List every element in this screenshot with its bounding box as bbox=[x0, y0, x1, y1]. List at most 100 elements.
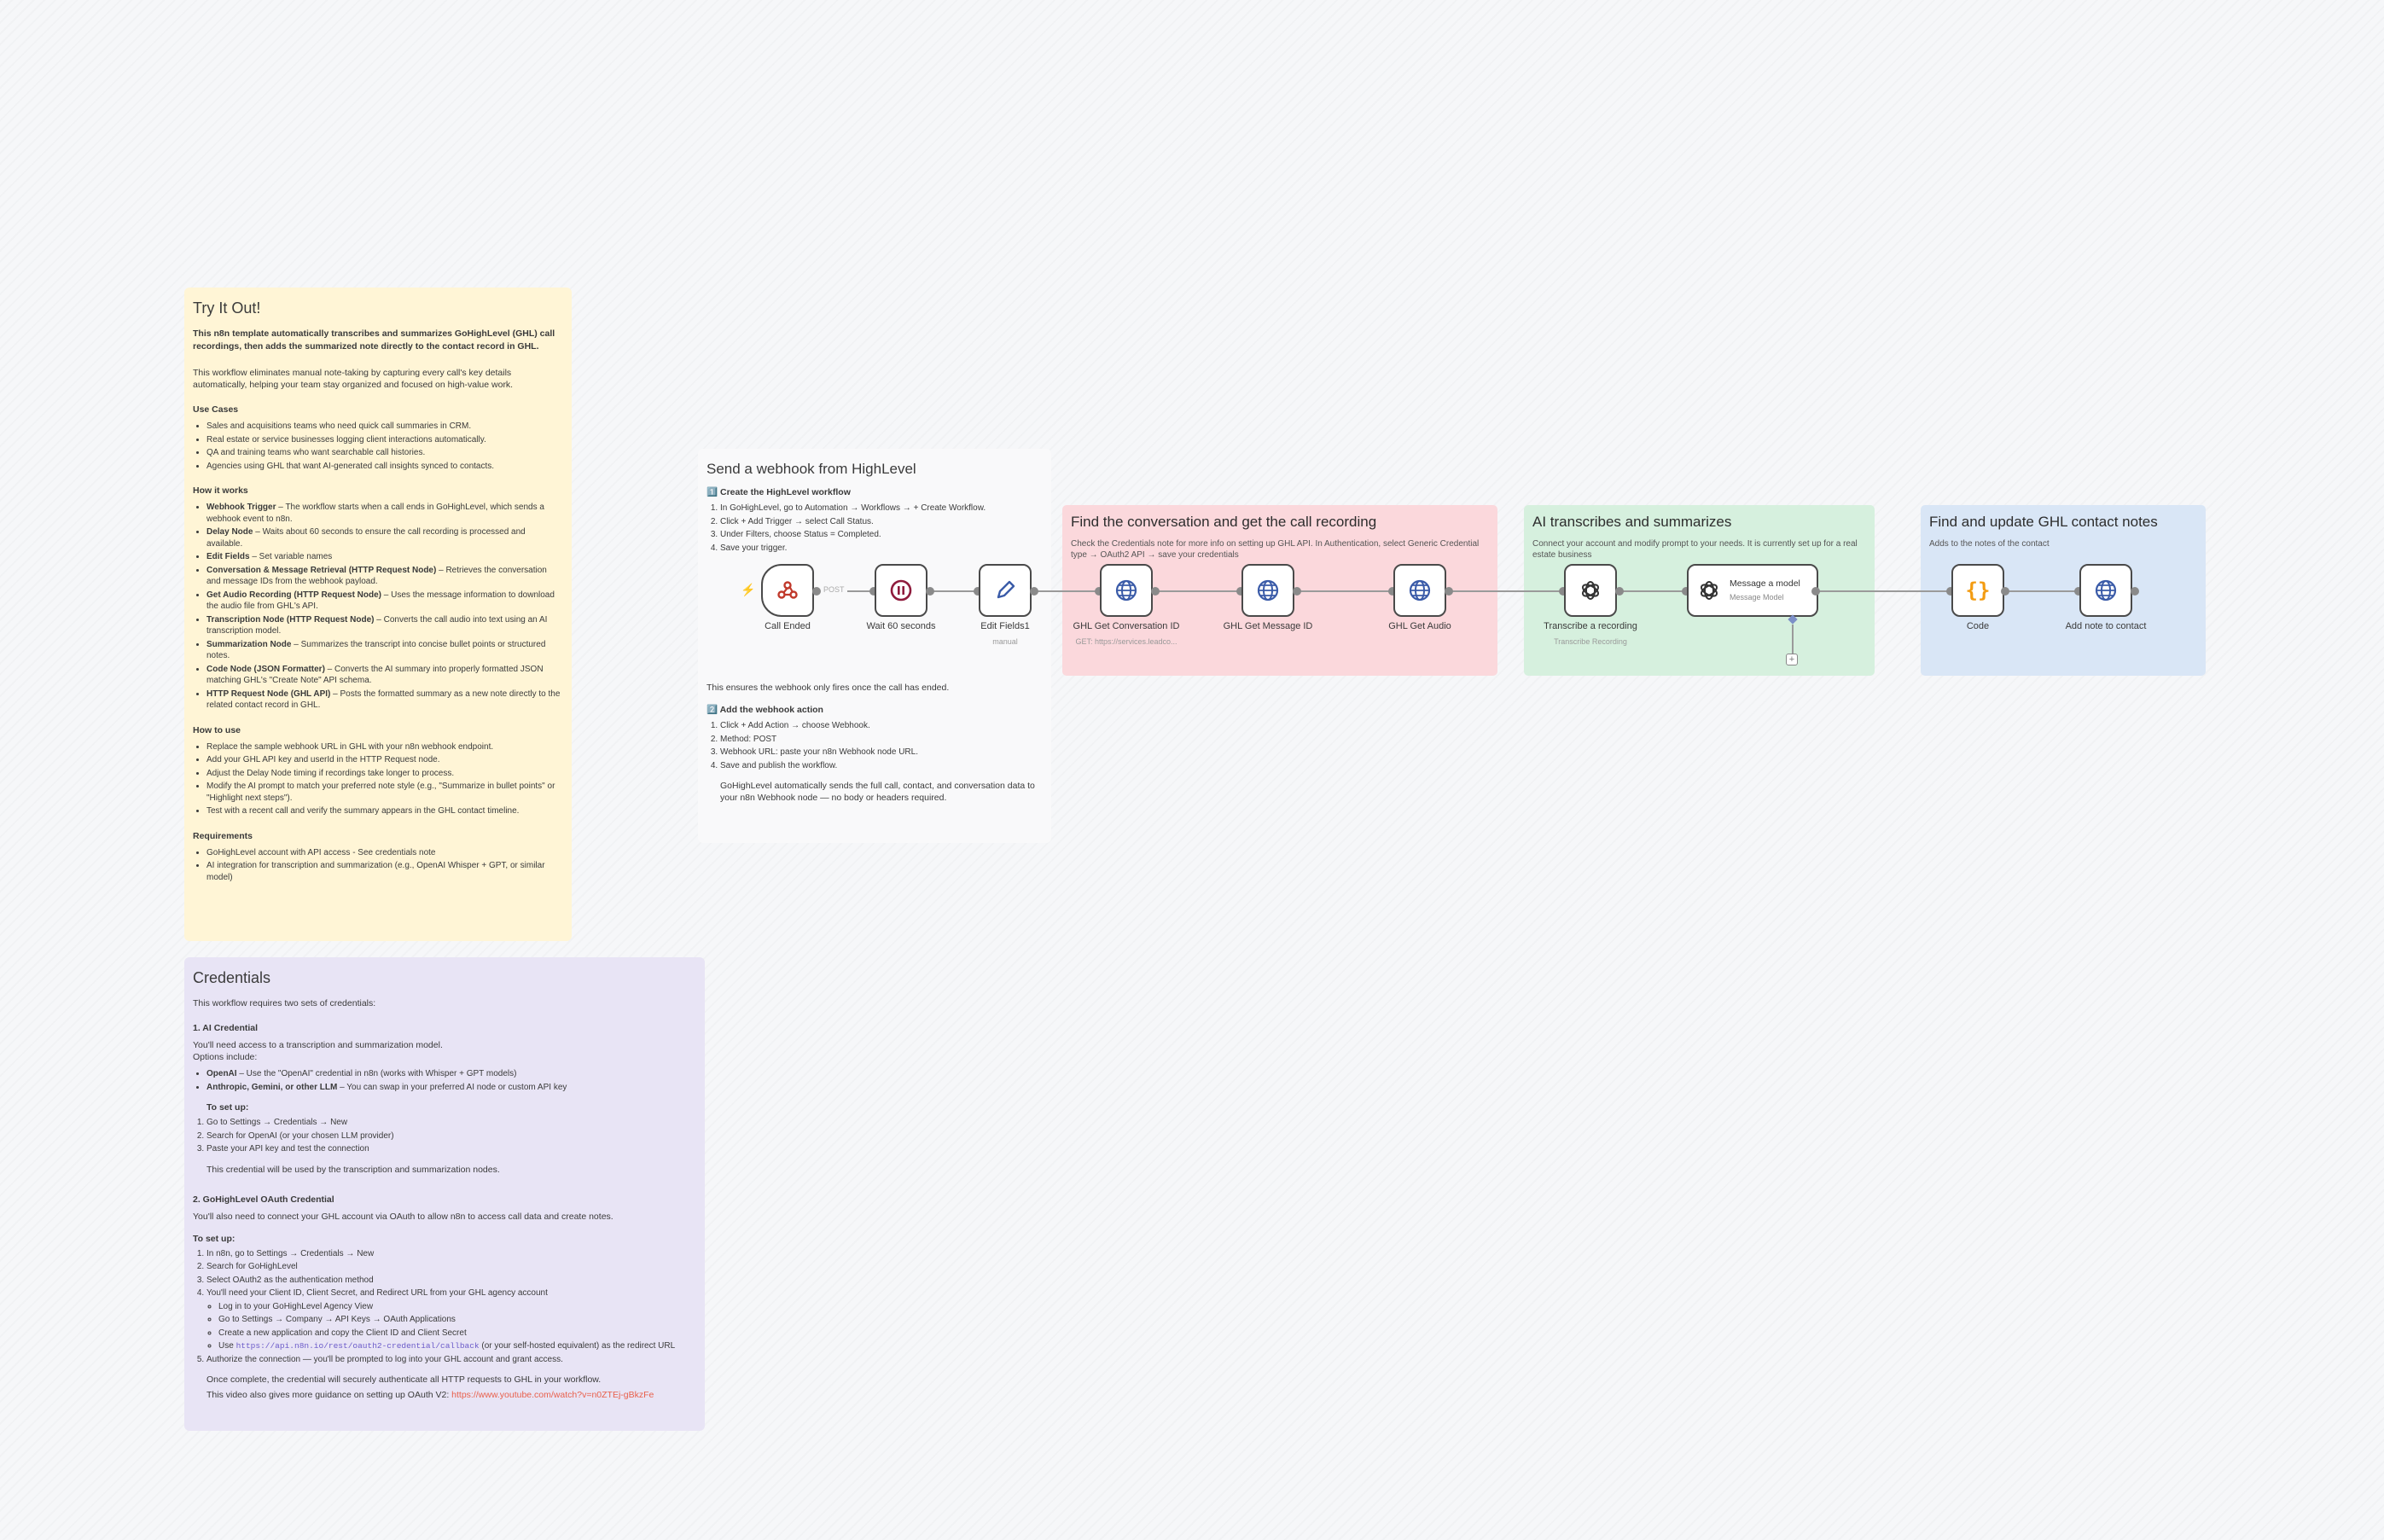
node-edit-fields[interactable] bbox=[979, 564, 1032, 617]
openai-icon bbox=[1700, 581, 1718, 600]
step-one-list: In GoHighLevel, go to Automation → Workf… bbox=[706, 503, 1043, 554]
list-item: Go to Settings → Credentials → New bbox=[206, 1117, 696, 1129]
list-item: Go to Settings → Company → API Keys → OA… bbox=[218, 1314, 696, 1326]
output-port[interactable] bbox=[2131, 587, 2139, 596]
input-port[interactable] bbox=[974, 587, 982, 596]
output-port[interactable] bbox=[1811, 587, 1820, 596]
list-item: Webhook Trigger – The workflow starts wh… bbox=[206, 502, 563, 525]
step-two-heading: 2️⃣ Add the webhook action bbox=[706, 705, 823, 715]
output-port[interactable] bbox=[1030, 587, 1038, 596]
ghl-setup-list: In n8n, go to Settings → Credentials → N… bbox=[193, 1248, 696, 1299]
node-ghl-get-audio[interactable] bbox=[1393, 564, 1446, 617]
pencil-icon bbox=[997, 580, 1015, 599]
list-item: Delay Node – Waits about 60 seconds to e… bbox=[206, 526, 563, 549]
list-item: Click + Add Action → choose Webhook. bbox=[720, 720, 1043, 732]
connection-line[interactable] bbox=[1297, 590, 1393, 592]
input-port[interactable] bbox=[1095, 587, 1103, 596]
node-label: GHL Get Audio bbox=[1388, 621, 1451, 631]
list-item: Search for OpenAI (or your chosen LLM pr… bbox=[206, 1130, 696, 1142]
ensure-text: This ensures the webhook only fires once… bbox=[706, 683, 950, 693]
input-port[interactable] bbox=[1682, 587, 1690, 596]
list-item: Sales and acquisitions teams who need qu… bbox=[206, 421, 563, 433]
list-item: Save your trigger. bbox=[720, 543, 1043, 555]
ghl-sub-list: Log in to your GoHighLevel Agency View G… bbox=[193, 1301, 696, 1352]
video-link[interactable]: https://www.youtube.com/watch?v=n0ZTEj-g… bbox=[451, 1390, 654, 1400]
webhook-footer: GoHighLevel automatically sends the full… bbox=[720, 781, 1035, 803]
input-port[interactable] bbox=[1946, 587, 1955, 596]
sticky-note-try-it-out[interactable]: Try It Out! This n8n template automatica… bbox=[184, 288, 572, 941]
how-to-use-heading: How to use bbox=[193, 724, 241, 735]
list-item: Real estate or service businesses loggin… bbox=[206, 434, 563, 446]
sticky-note-webhook[interactable]: Send a webhook from HighLevel 1️⃣ Create… bbox=[698, 449, 1051, 843]
node-add-note[interactable] bbox=[2079, 564, 2132, 617]
webhook-icon bbox=[777, 581, 798, 599]
input-port[interactable] bbox=[1236, 587, 1245, 596]
model-connection-line bbox=[1792, 625, 1794, 655]
list-item: Save and publish the workflow. bbox=[720, 760, 1043, 772]
connection-line[interactable] bbox=[1034, 590, 1099, 592]
use-cases-heading: Use Cases bbox=[193, 404, 239, 415]
ai-credential-note: This credential will be used by the tran… bbox=[206, 1164, 500, 1175]
node-sublabel: manual bbox=[992, 637, 1018, 646]
node-ghl-get-conversation[interactable] bbox=[1100, 564, 1153, 617]
list-item: Summarization Node – Summarizes the tran… bbox=[206, 639, 563, 662]
input-port[interactable] bbox=[1559, 587, 1567, 596]
input-port[interactable] bbox=[869, 587, 878, 596]
list-item: You'll need your Client ID, Client Secre… bbox=[206, 1287, 696, 1299]
video-note: This video also gives more guidance on s… bbox=[206, 1390, 654, 1400]
list-item: OpenAI – Use the "OpenAI" credential in … bbox=[206, 1068, 696, 1080]
trigger-bolt-icon: ⚡ bbox=[741, 583, 756, 596]
output-port[interactable] bbox=[926, 587, 934, 596]
input-port[interactable] bbox=[1388, 587, 1397, 596]
redirect-url: https://api.n8n.io/rest/oauth2-credentia… bbox=[235, 1341, 480, 1351]
node-label: GHL Get Conversation ID bbox=[1073, 621, 1180, 631]
list-item: Method: POST bbox=[720, 734, 1043, 746]
output-port[interactable] bbox=[1445, 587, 1453, 596]
node-call-ended[interactable] bbox=[761, 564, 814, 617]
code-braces-icon: {} bbox=[1965, 578, 1991, 602]
output-port[interactable] bbox=[1293, 587, 1301, 596]
node-wait[interactable] bbox=[875, 564, 927, 617]
output-port[interactable] bbox=[1615, 587, 1624, 596]
output-port[interactable] bbox=[2001, 587, 2009, 596]
node-transcribe-recording[interactable] bbox=[1564, 564, 1617, 617]
connection-line[interactable] bbox=[2005, 590, 2079, 592]
list-item: Under Filters, choose Status = Completed… bbox=[720, 529, 1043, 541]
connection-line[interactable] bbox=[1155, 590, 1241, 592]
ghl-done-note: Once complete, the credential will secur… bbox=[206, 1374, 602, 1385]
node-sublabel: GET: https://services.leadco... bbox=[1075, 637, 1177, 646]
list-item: Paste your API key and test the connecti… bbox=[206, 1143, 696, 1155]
how-it-works-list: Webhook Trigger – The workflow starts wh… bbox=[193, 502, 563, 712]
sticky-note-credentials[interactable]: Credentials This workflow requires two s… bbox=[184, 957, 705, 1431]
connection-line[interactable] bbox=[1816, 590, 1951, 592]
step-one-heading: 1️⃣ Create the HighLevel workflow bbox=[706, 487, 851, 497]
node-label: Edit Fields1 bbox=[980, 621, 1030, 631]
note-intro: This workflow requires two sets of crede… bbox=[193, 998, 376, 1008]
list-item: Code Node (JSON Formatter) – Converts th… bbox=[206, 664, 563, 687]
note-intro: This workflow eliminates manual note-tak… bbox=[193, 368, 514, 390]
list-item: Conversation & Message Retrieval (HTTP R… bbox=[206, 565, 563, 588]
list-item: Create a new application and copy the Cl… bbox=[218, 1328, 696, 1340]
node-ghl-get-message[interactable] bbox=[1241, 564, 1294, 617]
connection-line[interactable] bbox=[930, 590, 978, 592]
connection-line[interactable] bbox=[1619, 590, 1686, 592]
add-model-plus-icon[interactable]: + bbox=[1786, 654, 1798, 665]
list-item: GoHighLevel account with API access - Se… bbox=[206, 847, 563, 859]
how-it-works-heading: How it works bbox=[193, 485, 248, 496]
note-lead: This n8n template automatically transcri… bbox=[193, 328, 555, 352]
ai-setup-list: Go to Settings → Credentials → New Searc… bbox=[193, 1117, 696, 1155]
section-desc: Check the Credentials note for more info… bbox=[1071, 539, 1480, 560]
list-item: Anthropic, Gemini, or other LLM – You ca… bbox=[206, 1082, 696, 1094]
node-label: GHL Get Message ID bbox=[1223, 621, 1313, 631]
list-item: Search for GoHighLevel bbox=[206, 1261, 696, 1273]
input-port[interactable] bbox=[2074, 587, 2083, 596]
list-item: Click + Add Trigger → select Call Status… bbox=[720, 516, 1043, 528]
connection-line[interactable] bbox=[821, 590, 874, 592]
output-port[interactable] bbox=[812, 587, 821, 596]
connection-line[interactable] bbox=[1449, 590, 1563, 592]
node-code[interactable]: {} bbox=[1951, 564, 2004, 617]
note-title: Send a webhook from HighLevel bbox=[706, 461, 916, 477]
output-port[interactable] bbox=[1151, 587, 1160, 596]
